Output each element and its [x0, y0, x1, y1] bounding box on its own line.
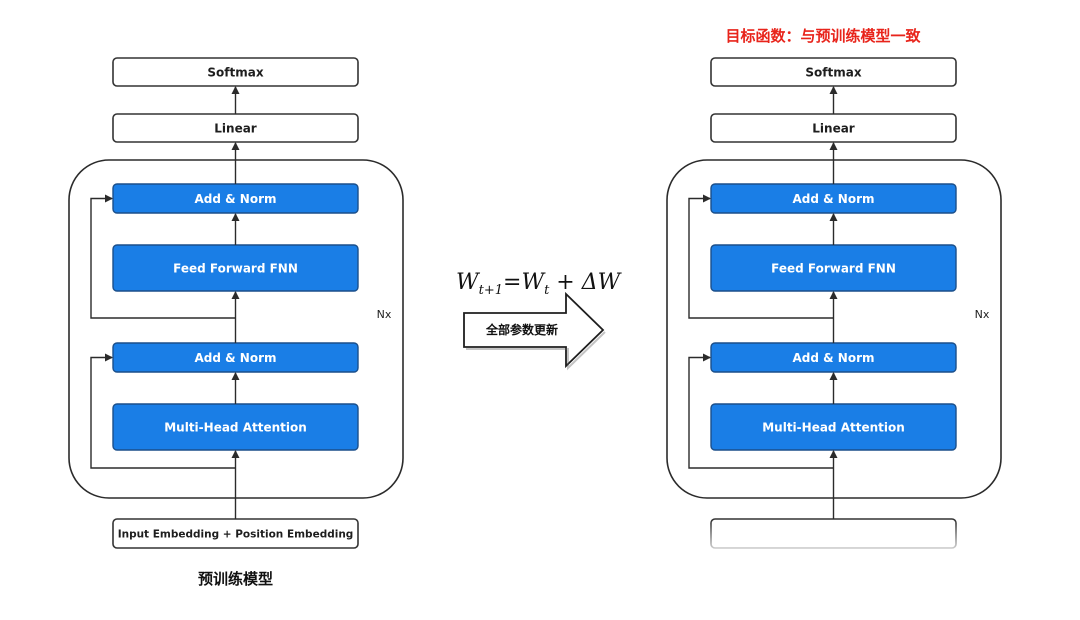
right-feed-forward-label: Feed Forward FNN [771, 262, 896, 276]
left-softmax-label: Softmax [207, 66, 263, 80]
right-residual-attention [688, 353, 834, 469]
update-arrow-shape [463, 291, 605, 369]
right-linear-label: Linear [812, 122, 855, 136]
right-repeat-label: Nx [975, 308, 990, 321]
left-residual-attention [90, 353, 236, 469]
left-model: Softmax Linear Add & Norm Feed Forward F… [68, 57, 404, 588]
update-arrow-shadow [466, 331, 606, 371]
right-model: 目标函数：与预训练模型一致 Softmax Linear Add & Norm … [666, 27, 1002, 549]
update-section: Wt+1=Wt + ΔW 全部参数更新 [456, 270, 623, 371]
left-attention-label: Multi-Head Attention [164, 421, 307, 435]
bottom-right-fade [700, 520, 980, 620]
right-add-norm-bottom-label: Add & Norm [793, 351, 875, 365]
right-add-norm-top-label: Add & Norm [793, 192, 875, 206]
left-add-norm-top-label: Add & Norm [195, 192, 277, 206]
right-attention-label: Multi-Head Attention [762, 421, 905, 435]
left-residual-ffn [90, 194, 236, 319]
left-input-embedding-label: Input Embedding + Position Embedding [118, 529, 354, 541]
objective-note: 目标函数：与预训练模型一致 [725, 27, 921, 45]
update-formula: Wt+1=Wt + ΔW [456, 270, 623, 298]
update-arrow-label: 全部参数更新 [485, 322, 558, 337]
left-add-norm-bottom-label: Add & Norm [195, 351, 277, 365]
right-residual-ffn [688, 194, 834, 319]
right-softmax-label: Softmax [805, 66, 861, 80]
left-repeat-label: Nx [377, 308, 392, 321]
left-model-caption: 预训练模型 [198, 570, 273, 588]
left-linear-label: Linear [214, 122, 257, 136]
left-feed-forward-label: Feed Forward FNN [173, 262, 298, 276]
